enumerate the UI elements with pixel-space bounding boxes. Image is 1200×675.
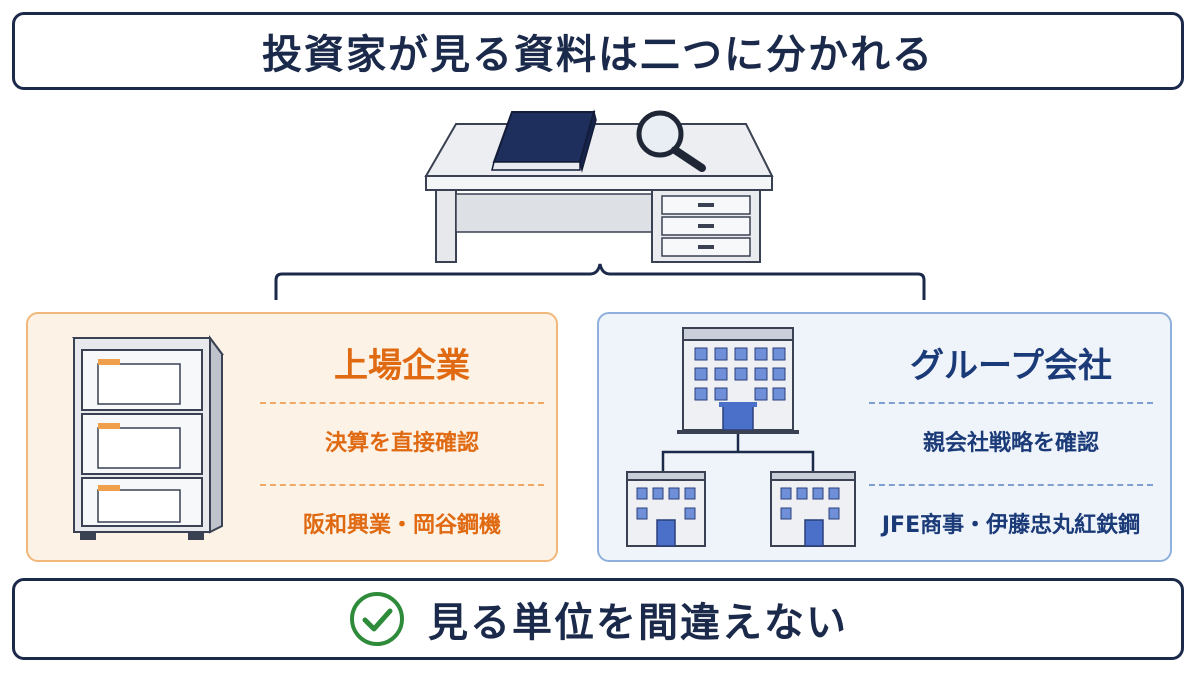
divider <box>869 402 1153 404</box>
desk-icon <box>424 109 774 263</box>
divider <box>869 484 1153 486</box>
branch-bracket <box>274 263 926 300</box>
group-company-panel: グループ会社 親会社戦略を確認 JFE商事・伊藤忠丸紅鉄鋼 <box>597 312 1172 562</box>
group-description: 親会社戦略を確認 <box>922 431 1099 456</box>
listed-company-panel: 上場企業 決算を直接確認 阪和興業・岡谷鋼機 <box>26 312 558 562</box>
building-hierarchy-icon <box>626 327 856 547</box>
check-circle-icon <box>350 592 404 646</box>
listed-company-text: 上場企業 決算を直接確認 阪和興業・岡谷鋼機 <box>260 336 544 560</box>
listed-description: 決算を直接確認 <box>324 431 479 456</box>
group-examples: JFE商事・伊藤忠丸紅鉄鋼 <box>881 513 1141 538</box>
conclusion-text: 見る単位を間違えない <box>428 600 848 646</box>
book-icon <box>491 109 597 173</box>
page-title: 投資家が見る資料は二つに分かれる <box>262 32 934 78</box>
panel-title-group: グループ会社 <box>910 346 1112 386</box>
file-cabinet-icon <box>72 335 224 540</box>
group-company-text: グループ会社 親会社戦略を確認 JFE商事・伊藤忠丸紅鉄鋼 <box>869 336 1153 560</box>
conclusion-banner: 見る単位を間違えない <box>12 578 1184 660</box>
title-banner: 投資家が見る資料は二つに分かれる <box>12 12 1184 90</box>
listed-examples: 阪和興業・岡谷鋼機 <box>302 513 501 538</box>
panel-title-listed: 上場企業 <box>334 346 470 386</box>
divider <box>260 402 544 404</box>
divider <box>260 484 544 486</box>
magnifier-icon <box>636 110 706 172</box>
